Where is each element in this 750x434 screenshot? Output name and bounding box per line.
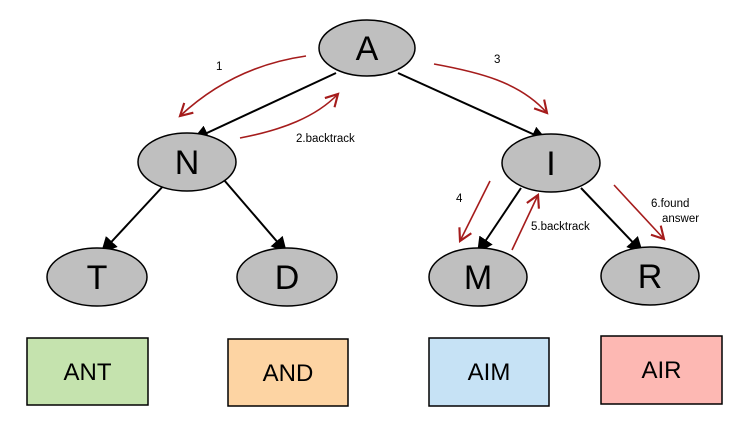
word-box-and: AND — [227, 338, 349, 407]
step-label-1: 1 — [216, 61, 222, 73]
node-a: A — [318, 19, 416, 77]
node-i-label: I — [546, 145, 555, 183]
step-arrows — [178, 55, 666, 251]
edge-i-r — [580, 187, 644, 254]
node-r: R — [600, 246, 700, 306]
node-d: D — [236, 247, 338, 307]
step-label-3: 3 — [494, 54, 500, 66]
step-label-6-line1: 6.found — [651, 198, 689, 210]
word-box-aim: AIM — [428, 337, 550, 407]
node-d-label: D — [275, 259, 300, 297]
step-arrow-4 — [458, 180, 491, 243]
node-n-label: N — [175, 144, 200, 182]
edge-n-d — [223, 179, 288, 254]
step-label-6-line2: answer — [662, 213, 699, 225]
node-m: M — [428, 247, 528, 307]
word-box-ant: ANT — [26, 337, 149, 406]
edge-i-m — [477, 187, 522, 254]
tree-edges — [100, 72, 644, 254]
edge-n-t — [100, 182, 167, 254]
word-label-aim: AIM — [468, 359, 511, 386]
node-t-label: T — [87, 259, 108, 297]
step-arrow-1 — [178, 55, 307, 118]
step-label-5: 5.backtrack — [531, 221, 590, 233]
tree-nodes: A N I T D M R — [46, 19, 700, 307]
word-label-and: AND — [263, 360, 314, 387]
node-a-label: A — [356, 30, 379, 68]
step-arrow-2 — [239, 92, 340, 139]
node-n: N — [137, 132, 237, 192]
node-r-label: R — [638, 258, 663, 296]
step-arrow-3 — [433, 63, 549, 115]
node-i: I — [501, 133, 601, 193]
edge-a-n — [192, 72, 337, 141]
word-box-air: AIR — [600, 335, 723, 405]
word-label-air: AIR — [641, 357, 681, 384]
step-label-2: 2.backtrack — [296, 133, 355, 145]
step-label-4: 4 — [456, 193, 463, 205]
word-label-ant: ANT — [64, 359, 112, 386]
step-arrow-5 — [511, 193, 540, 251]
edge-a-i — [397, 72, 548, 142]
node-m-label: M — [464, 259, 492, 297]
word-boxes: ANT AND AIM AIR — [26, 335, 723, 407]
step-arrow-6 — [613, 184, 666, 241]
step-labels: 1 2.backtrack 3 4 5.backtrack 6.found an… — [216, 54, 699, 233]
node-t: T — [46, 247, 148, 307]
